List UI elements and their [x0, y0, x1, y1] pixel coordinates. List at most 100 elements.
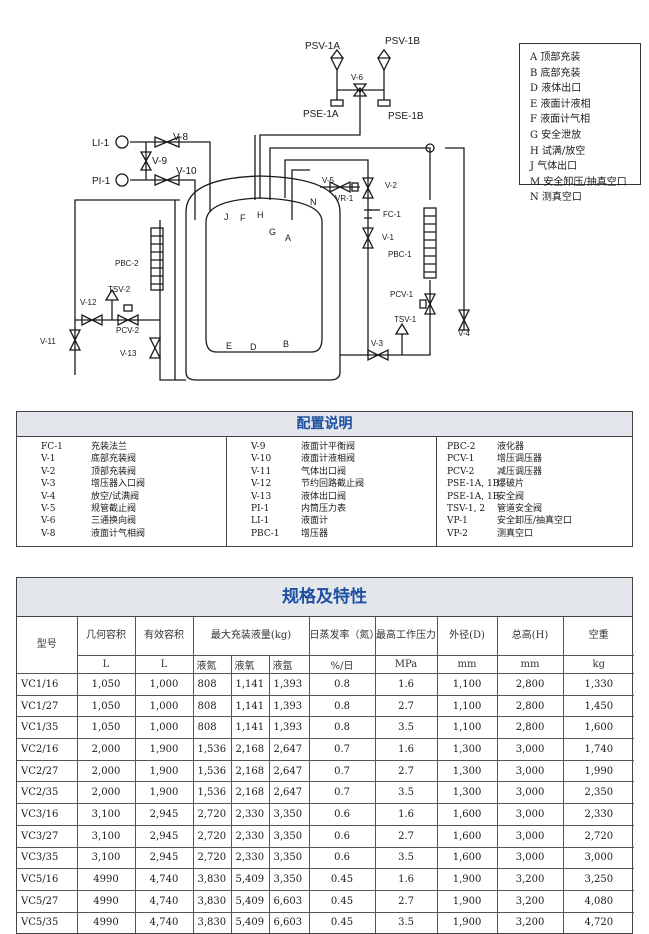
value-cell: 1,900 — [436, 889, 498, 913]
value-cell: 0.6 — [308, 803, 376, 826]
header-max-fill: 最大充装液量(kg) — [192, 617, 310, 656]
config-desc: 增压调压器 — [497, 454, 543, 465]
value-cell: 1,300 — [436, 738, 498, 761]
value-cell: 2,647 — [268, 781, 310, 805]
value-cell: 2,647 — [268, 738, 310, 761]
config-code: PBC-2 — [447, 442, 476, 452]
label-v11: V-11 — [40, 337, 56, 346]
value-cell: 2,168 — [230, 738, 270, 761]
value-cell: 3,200 — [496, 868, 564, 891]
value-cell: 2,720 — [192, 846, 232, 870]
config-code: V-10 — [251, 454, 272, 465]
model-cell: VC3/35 — [17, 846, 78, 870]
value-cell: 2.7 — [374, 759, 438, 783]
value-cell: 3,000 — [496, 803, 564, 826]
config-desc: 安全卸压/抽真空口 — [497, 516, 573, 527]
value-cell: 2,330 — [230, 803, 270, 826]
label-psv1b: PSV-1B — [385, 36, 420, 47]
value-cell: 2,945 — [134, 803, 194, 826]
value-cell: 1,900 — [436, 868, 498, 891]
label-pcv2: PCV-2 — [116, 326, 140, 335]
value-cell: 1,141 — [230, 673, 270, 696]
label-pi1: PI-1 — [92, 176, 111, 187]
value-cell: 3.5 — [374, 846, 438, 870]
value-cell: 2,945 — [134, 824, 194, 848]
config-code: PCV-1 — [447, 454, 475, 465]
value-cell: 1,050 — [76, 716, 136, 740]
value-cell: 1,600 — [436, 824, 498, 848]
value-cell: 3,000 — [496, 846, 564, 870]
value-cell: 4,740 — [134, 889, 194, 913]
value-cell: 1,330 — [562, 673, 635, 696]
value-cell: 3,100 — [76, 803, 136, 826]
config-code: TSV-1, 2 — [447, 504, 486, 515]
config-code: V-12 — [251, 479, 272, 490]
value-cell: 2.7 — [374, 694, 438, 718]
value-cell: 2,945 — [134, 846, 194, 870]
model-cell: VC5/35 — [17, 911, 78, 934]
label-port-b: B — [283, 339, 289, 349]
value-cell: 1,900 — [134, 781, 194, 805]
header-evaporation: 日蒸发率（氮） — [308, 617, 380, 656]
header-height: 总高(H) — [496, 617, 564, 656]
value-cell: 3,350 — [268, 846, 310, 870]
label-port-f: F — [240, 213, 246, 223]
legend-item: E 液面计液相 — [530, 98, 591, 110]
config-desc: 增压器入口阀 — [91, 479, 146, 490]
legend-item: G 安全泄放 — [530, 129, 582, 141]
value-cell: 1,600 — [436, 846, 498, 870]
spec-title: 规格及特性 — [17, 578, 632, 617]
value-cell: 2,330 — [562, 803, 635, 826]
value-cell: 3,830 — [192, 911, 232, 934]
value-cell: 1,050 — [76, 694, 136, 718]
value-cell: 4,080 — [562, 889, 635, 913]
value-cell: 0.7 — [308, 759, 376, 783]
value-cell: 1,450 — [562, 694, 635, 718]
config-code: V-8 — [41, 528, 56, 539]
label-v1: V-1 — [382, 233, 395, 242]
value-cell: 1,300 — [436, 759, 498, 783]
value-cell: 3,350 — [268, 868, 310, 891]
value-cell: 808 — [192, 716, 232, 740]
label-port-h: H — [257, 210, 264, 220]
outer-vessel — [185, 175, 341, 381]
value-cell: 3.5 — [374, 911, 438, 934]
value-cell: 1,600 — [562, 716, 635, 740]
value-cell: 4990 — [76, 889, 136, 913]
value-cell: 2.7 — [374, 889, 438, 913]
config-code: V-6 — [41, 516, 56, 527]
model-cell: VC3/27 — [17, 824, 78, 848]
inner-vessel — [205, 197, 323, 353]
config-desc: 增压器 — [301, 528, 329, 539]
config-code: PCV-2 — [447, 466, 475, 477]
value-cell: 3,100 — [76, 846, 136, 870]
label-pbc2: PBC-2 — [115, 259, 139, 268]
model-cell: VC2/27 — [17, 759, 78, 783]
header-geo-volume: 几何容积 — [76, 617, 136, 656]
value-cell: 2,800 — [496, 673, 564, 696]
config-title: 配置说明 — [17, 412, 632, 437]
config-code: V-9 — [251, 442, 266, 452]
unit-cell: MPa — [374, 655, 438, 674]
value-cell: 2,000 — [76, 781, 136, 805]
value-cell: 1,141 — [230, 716, 270, 740]
label-li1: LI-1 — [92, 138, 110, 149]
value-cell: 1.6 — [374, 868, 438, 891]
unit-cell: mm — [496, 655, 564, 674]
label-port-d: D — [250, 342, 257, 352]
unit-cell: L — [77, 655, 136, 674]
label-v3: V-3 — [371, 339, 384, 348]
label-fc1: FC-1 — [383, 210, 401, 219]
